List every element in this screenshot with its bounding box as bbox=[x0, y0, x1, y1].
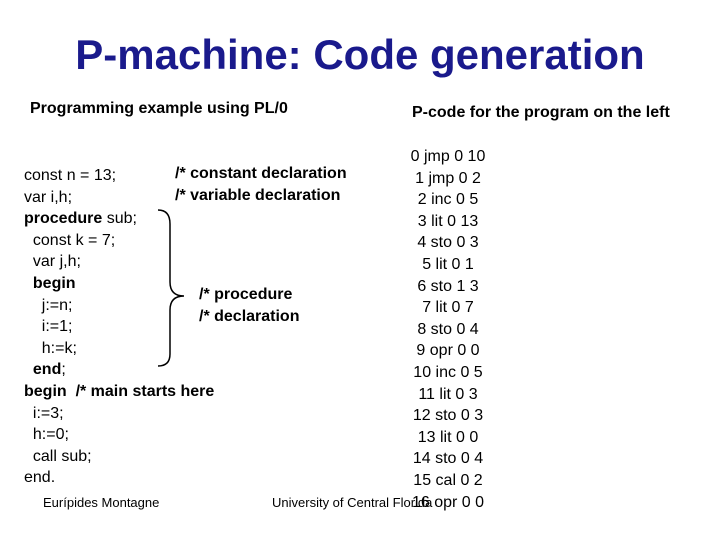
comment-procedure: /* procedure bbox=[199, 286, 293, 303]
code-line: var i,h; bbox=[24, 187, 214, 209]
pcode-instruction: 4 sto 0 3 bbox=[417, 234, 479, 252]
pcode-instruction: 2 inc 0 5 bbox=[417, 191, 479, 209]
code-keyword: begin bbox=[24, 274, 76, 292]
code-text: var i,h; bbox=[24, 188, 73, 206]
code-line: h:=0; bbox=[24, 424, 214, 446]
code-line: procedure sub; bbox=[24, 208, 214, 230]
footer-university: University of Central Florida bbox=[272, 495, 433, 510]
pcode-instruction: 9 opr 0 0 bbox=[416, 342, 480, 360]
pcode-instruction: 5 lit 0 1 bbox=[422, 255, 474, 273]
pcode-instruction: 14 sto 0 4 bbox=[412, 450, 484, 468]
pcode-instruction: 16 opr 0 0 bbox=[411, 493, 485, 511]
code-keyword: procedure bbox=[24, 210, 103, 228]
code-line: begin /* main starts here bbox=[24, 381, 214, 403]
pcode-instruction: 13 lit 0 0 bbox=[417, 428, 479, 446]
code-line: const k = 7; bbox=[24, 230, 214, 252]
pcode-instruction: 10 inc 0 5 bbox=[413, 363, 483, 381]
code-text: end. bbox=[24, 469, 56, 487]
code-text: h:=0; bbox=[24, 426, 69, 444]
code-text: ; bbox=[61, 361, 66, 379]
code-line: h:=k; bbox=[24, 338, 214, 360]
comment-variable-declaration: /* variable declaration bbox=[175, 187, 341, 204]
code-line: var j,h; bbox=[24, 251, 214, 273]
code-text: const n = 13; bbox=[24, 167, 117, 184]
footer-author: Eurípides Montagne bbox=[43, 495, 160, 510]
pcode-instruction: 3 lit 0 13 bbox=[417, 212, 479, 230]
pcode-instruction: 1 jmp 0 2 bbox=[415, 169, 481, 187]
code-keyword: end bbox=[24, 361, 62, 379]
pl0-source-code: const n = 13; var i,h; procedure sub; cons… bbox=[24, 165, 214, 489]
pcode-instruction: 12 sto 0 3 bbox=[412, 407, 484, 425]
comment-constant-declaration: /* constant declaration bbox=[175, 165, 347, 182]
comment-declaration: /* declaration bbox=[199, 308, 300, 325]
code-text: j:=n; bbox=[24, 296, 73, 314]
pcode-instruction: 11 lit 0 3 bbox=[418, 385, 478, 403]
code-line: begin bbox=[24, 273, 214, 295]
code-keyword: begin bbox=[24, 382, 67, 400]
pcode-listing: 0 jmp 0 10 1 jmp 0 2 2 inc 0 5 3 lit 0 13 4 … bbox=[398, 146, 498, 513]
code-line: j:=n; bbox=[24, 295, 214, 317]
left-heading: Programming example using PL/0 bbox=[30, 100, 288, 117]
code-line: i:=1; bbox=[24, 316, 214, 338]
code-line: const n = 13; bbox=[24, 165, 214, 187]
pcode-instruction: 7 lit 0 7 bbox=[422, 299, 474, 317]
code-text: i:=1; bbox=[24, 318, 73, 336]
code-text: i:=3; bbox=[24, 404, 64, 422]
code-text: const k = 7; bbox=[24, 231, 116, 249]
right-heading: P-code for the program on the left bbox=[412, 104, 670, 121]
code-text: call sub; bbox=[24, 447, 92, 465]
code-line: end; bbox=[24, 359, 214, 381]
pcode-instruction: 15 cal 0 2 bbox=[413, 471, 483, 489]
pcode-instruction: 0 jmp 0 10 bbox=[410, 148, 486, 165]
code-text: var j,h; bbox=[24, 253, 81, 271]
pcode-instruction: 8 sto 0 4 bbox=[417, 320, 479, 338]
code-text: h:=k; bbox=[24, 339, 77, 357]
code-line: i:=3; bbox=[24, 403, 214, 425]
slide-title: P-machine: Code generation bbox=[75, 31, 645, 78]
code-line: call sub; bbox=[24, 446, 214, 468]
code-text: sub; bbox=[102, 210, 137, 228]
code-text: /* main starts here bbox=[66, 382, 215, 400]
pcode-instruction: 6 sto 1 3 bbox=[417, 277, 479, 295]
code-line: end. bbox=[24, 467, 214, 489]
